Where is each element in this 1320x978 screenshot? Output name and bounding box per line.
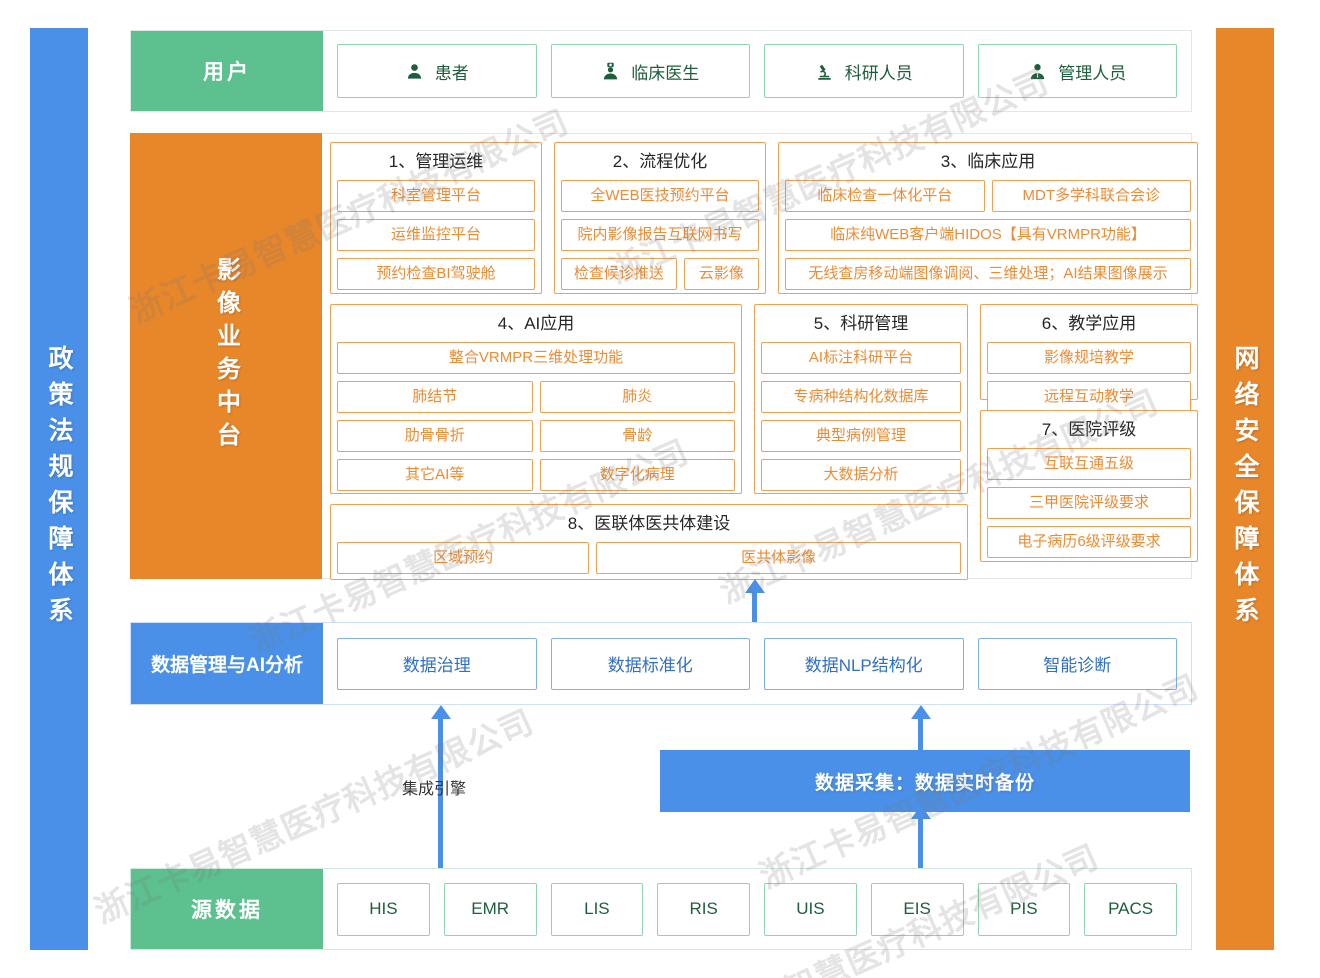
user-chip-researcher[interactable]: 科研人员 (764, 44, 964, 98)
item-box[interactable]: 运维监控平台 (337, 219, 535, 251)
connector-zone: 集成引擎 数据采集：数据实时备份 (130, 705, 1192, 870)
source-data-items: HIS EMR LIS RIS UIS EIS PIS PACS (323, 869, 1191, 949)
data-management-band: 数据管理与AI分析 数据治理 数据标准化 数据NLP结构化 智能诊断 (130, 622, 1192, 705)
item-box[interactable]: 其它AI等 (337, 459, 533, 491)
item-box[interactable]: 专病种结构化数据库 (761, 381, 961, 413)
item-box[interactable]: 大数据分析 (761, 459, 961, 491)
item-box[interactable]: 云影像 (683, 258, 759, 290)
item-box[interactable]: 互联互通五级 (987, 448, 1191, 480)
data-management-items: 数据治理 数据标准化 数据NLP结构化 智能诊断 (323, 623, 1191, 704)
item-box[interactable]: 肺结节 (337, 381, 533, 413)
group-title: 6、教学应用 (1041, 314, 1137, 333)
group-title: 7、医院评级 (1041, 420, 1137, 439)
group-title: 3、临床应用 (940, 152, 1036, 171)
user-chip-label: 临床医生 (631, 63, 700, 83)
pillar-network-security: 网络安全保障体系 (1216, 28, 1274, 950)
microscope-icon (815, 62, 834, 81)
item-box[interactable]: 远程互动教学 (987, 381, 1191, 413)
item-box[interactable]: 临床纯WEB客户端HIDOS【具有VRMPR功能】 (785, 219, 1191, 251)
pillar-policy-regulation: 政策法规保障体系 (30, 28, 88, 950)
data-chip-standardize[interactable]: 数据标准化 (550, 637, 750, 690)
item-box[interactable]: 数字化病理 (539, 459, 735, 491)
source-chip-lis[interactable]: LIS (550, 882, 644, 936)
source-chip-pacs[interactable]: PACS (1084, 882, 1177, 936)
imaging-platform-band: 影像业务中台 1、管理运维 科室管理平台 运维监控平台 预约检查BI驾驶舱 2、… (130, 133, 1198, 580)
group-teaching-application: 6、教学应用 影像规培教学 远程互动教学 (980, 304, 1198, 413)
item-box[interactable]: MDT多学科联合会诊 (991, 180, 1191, 212)
item-box[interactable]: 肺炎 (539, 381, 735, 413)
data-management-label: 数据管理与AI分析 (131, 623, 323, 704)
imaging-platform-label: 影像业务中台 (130, 133, 322, 579)
item-box[interactable]: 骨龄 (539, 420, 735, 452)
user-chip-patient[interactable]: 患者 (337, 44, 537, 98)
arrow-collect-to-data (918, 718, 923, 756)
source-chip-emr[interactable]: EMR (443, 882, 537, 936)
item-box[interactable]: 肋骨骨折 (337, 420, 533, 452)
user-icon (405, 62, 424, 81)
user-band-label: 用户 (131, 31, 323, 111)
user-chip-administrator[interactable]: 管理人员 (977, 44, 1177, 98)
item-box[interactable]: 预约检查BI驾驶舱 (337, 258, 535, 290)
group-research-management: 5、科研管理 AI标注科研平台 专病种结构化数据库 典型病例管理 大数据分析 (754, 304, 968, 494)
item-box[interactable]: 临床检查一体化平台 (785, 180, 985, 212)
source-chip-uis[interactable]: UIS (764, 882, 857, 936)
user-band-items: 患者 临床医生 (323, 31, 1191, 111)
item-box[interactable]: 典型病例管理 (761, 420, 961, 452)
item-box[interactable]: 无线查房移动端图像调阅、三维处理；AI结果图像展示 (785, 258, 1191, 290)
group-title: 4、AI应用 (497, 314, 575, 333)
source-chip-pis[interactable]: PIS (977, 882, 1071, 936)
group-title: 2、流程优化 (612, 152, 708, 171)
group-hospital-rating: 7、医院评级 互联互通五级 三甲医院评级要求 电子病历6级评级要求 (980, 410, 1198, 562)
group-title: 1、管理运维 (388, 152, 484, 171)
item-box[interactable]: 三甲医院评级要求 (987, 487, 1191, 519)
item-box[interactable]: 全WEB医技预约平台 (561, 180, 759, 212)
data-chip-diagnosis[interactable]: 智能诊断 (977, 637, 1177, 690)
group-title: 5、科研管理 (813, 314, 909, 333)
source-data-band: 源数据 HIS EMR LIS RIS UIS EIS PIS PACS (130, 868, 1192, 950)
user-chip-clinician[interactable]: 临床医生 (550, 44, 750, 98)
item-box[interactable]: 整合VRMPR三维处理功能 (337, 342, 735, 374)
item-box[interactable]: 检查候诊推送 (561, 258, 677, 290)
item-box[interactable]: 电子病历6级评级要求 (987, 526, 1191, 558)
source-data-label: 源数据 (131, 869, 323, 949)
item-box[interactable]: 科室管理平台 (337, 180, 535, 212)
item-box[interactable]: AI标注科研平台 (761, 342, 961, 374)
doctor-icon (601, 62, 620, 81)
integration-engine-label: 集成引擎 (402, 781, 467, 798)
group-ai-application: 4、AI应用 整合VRMPR三维处理功能 肺结节 肺炎 肋骨骨折 骨龄 其它AI… (330, 304, 742, 494)
item-box[interactable]: 医共体影像 (596, 542, 961, 574)
group-process-optimization: 2、流程优化 全WEB医技预约平台 院内影像报告互联网书写 检查候诊推送 云影像 (554, 142, 766, 294)
user-band: 用户 患者 (130, 30, 1192, 112)
user-chip-label: 管理人员 (1058, 63, 1127, 83)
arrow-source-to-collect (918, 818, 923, 870)
source-chip-eis[interactable]: EIS (870, 882, 964, 936)
item-box[interactable]: 影像规培教学 (987, 342, 1191, 374)
group-clinical-application: 3、临床应用 临床检查一体化平台 MDT多学科联合会诊 临床纯WEB客户端HID… (778, 142, 1198, 294)
source-chip-ris[interactable]: RIS (657, 882, 750, 936)
data-chip-governance[interactable]: 数据治理 (337, 637, 537, 690)
data-collection-bar: 数据采集：数据实时备份 (660, 750, 1190, 812)
group-medical-alliance: 8、医联体医共体建设 区域预约 医共体影像 (330, 504, 968, 580)
source-chip-his[interactable]: HIS (337, 882, 430, 936)
item-box[interactable]: 院内影像报告互联网书写 (561, 219, 759, 251)
group-management-ops: 1、管理运维 科室管理平台 运维监控平台 预约检查BI驾驶舱 (330, 142, 542, 294)
user-chip-label: 患者 (434, 63, 469, 83)
user-chip-label: 科研人员 (844, 63, 913, 83)
arrow-data-to-platform (752, 592, 757, 622)
imaging-platform-body: 1、管理运维 科室管理平台 运维监控平台 预约检查BI驾驶舱 2、流程优化 全W… (322, 133, 1198, 580)
data-chip-nlp[interactable]: 数据NLP结构化 (764, 637, 964, 690)
arrow-integration-engine (438, 718, 443, 870)
group-title: 8、医联体医共体建设 (567, 514, 731, 533)
manager-icon (1028, 62, 1047, 81)
item-box[interactable]: 区域预约 (337, 542, 590, 574)
